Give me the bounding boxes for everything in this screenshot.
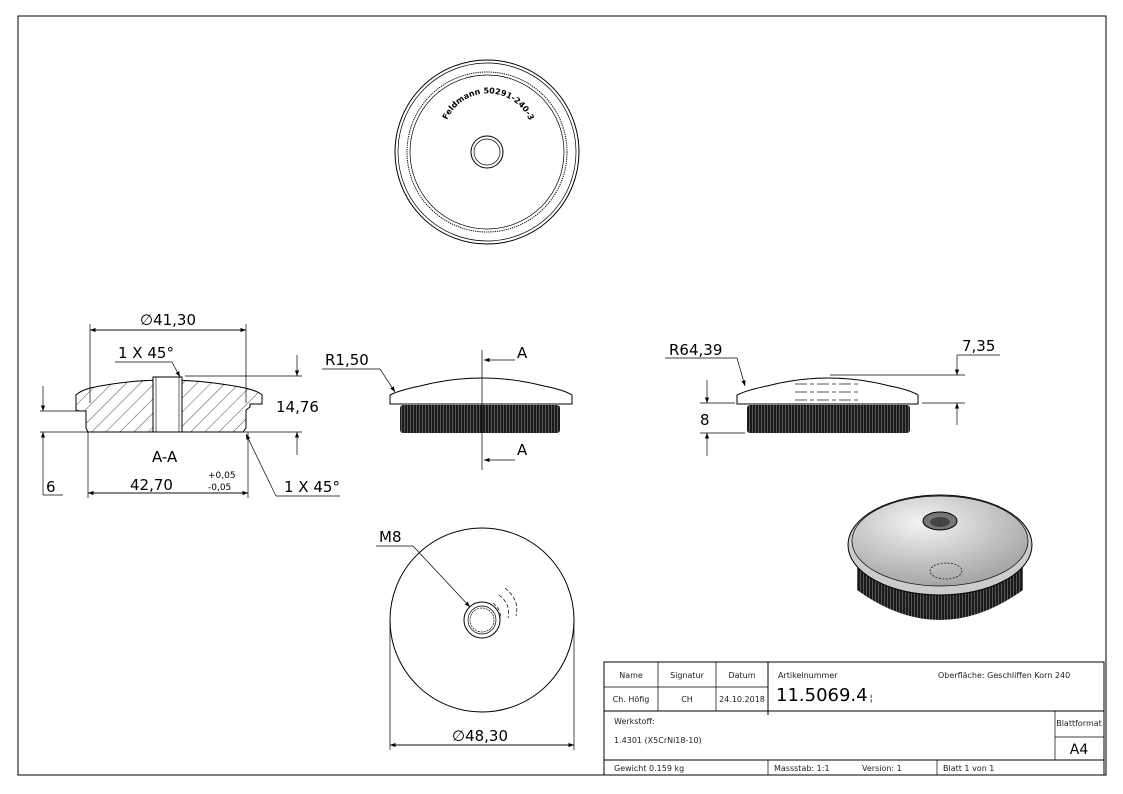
werkstoff-value: 1.4301 (X5CrNi18-10) xyxy=(614,736,702,745)
dim-outer-diameter: ∅48,30 xyxy=(452,727,508,745)
dim-radius-dome: R64,39 xyxy=(669,341,722,359)
dim-chamfer-top: 1 X 45° xyxy=(118,344,174,362)
isometric-view xyxy=(847,494,1033,620)
tolerance-upper: +0,05 xyxy=(208,471,236,481)
front-view: A A R1,50 xyxy=(322,344,573,470)
blattformat-label: Blattformat xyxy=(1056,719,1102,728)
dim-bottom-diameter: 42,70 xyxy=(130,476,173,494)
engraving-text: Feldmann 50291-240-3 xyxy=(441,86,536,121)
name-value: Ch. Höfig xyxy=(613,695,650,704)
dim-step: 6 xyxy=(46,478,56,496)
version: Version: 1 xyxy=(862,764,902,773)
artikel-number: 11.5069.4¦ xyxy=(776,685,873,706)
blatt: Blatt 1 von 1 xyxy=(943,764,994,773)
top-view: Feldmann 50291-240-3 xyxy=(394,59,580,245)
werkstoff-label: Werkstoff: xyxy=(614,717,655,726)
tolerance-lower: -0,05 xyxy=(208,483,231,493)
datum-value: 24.10.2018 xyxy=(719,695,765,704)
datum-label: Datum xyxy=(728,671,755,680)
section-label: A-A xyxy=(152,448,178,466)
artikel-suffix: ¦ xyxy=(870,694,873,704)
drawing-frame xyxy=(17,15,1107,776)
artikel-label: Artikelnummer xyxy=(778,671,838,680)
signatur-value: CH xyxy=(681,695,693,704)
signatur-label: Signatur xyxy=(670,671,705,680)
dim-height: 14,76 xyxy=(276,398,319,416)
title-block: Name Signatur Datum Ch. Höfig CH 24.10.2… xyxy=(603,661,1105,776)
name-label: Name xyxy=(619,671,643,680)
massstab: Massstab: 1:1 xyxy=(774,764,830,773)
section-view: ∅41,30 1 X 45° 14,76 6 A-A 42,70 +0,05 -… xyxy=(40,311,340,498)
dim-cap-height: 7,35 xyxy=(962,337,995,355)
side-view: 8 7,35 R64,39 xyxy=(665,337,1000,456)
dim-radius-small: R1,50 xyxy=(325,351,369,369)
blattformat-value: A4 xyxy=(1070,742,1089,758)
dim-thread: M8 xyxy=(379,528,402,546)
gewicht: Gewicht 0.159 kg xyxy=(614,764,684,773)
dim-knurl: 8 xyxy=(700,411,710,429)
oberflaeche: Oberfläche: Geschliffen Korn 240 xyxy=(938,671,1070,680)
dim-chamfer-bottom: 1 X 45° xyxy=(284,478,340,496)
cut-label-bottom: A xyxy=(517,441,528,459)
cut-label-top: A xyxy=(517,344,528,362)
artikel-value: 11.5069.4 xyxy=(776,685,868,706)
dim-top-diameter: ∅41,30 xyxy=(140,311,196,329)
bottom-view: ∅48,30 M8 xyxy=(376,527,575,750)
